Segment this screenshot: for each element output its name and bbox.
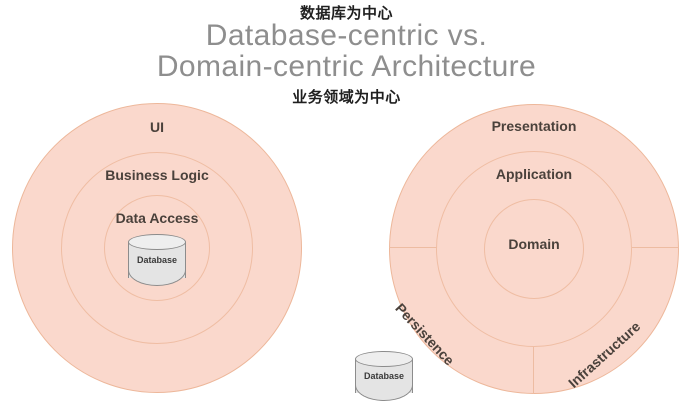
ring-label-domain: Domain bbox=[508, 236, 560, 252]
database-cylinder-label: Database bbox=[136, 255, 178, 265]
chinese-caption-domain-centric: 业务领域为中心 bbox=[292, 88, 401, 106]
ring-label-presentation: Presentation bbox=[491, 118, 577, 134]
page-title-line-1: Database-centric vs. bbox=[205, 19, 488, 52]
chinese-caption-database-centric: 数据库为中心 bbox=[299, 4, 393, 22]
ring-label-ui: UI bbox=[150, 119, 164, 135]
ring-label-application: Application bbox=[495, 166, 573, 182]
sector-divider-right bbox=[632, 247, 679, 248]
cylinder-top bbox=[128, 234, 186, 250]
ring-label-business-logic: Business Logic bbox=[105, 167, 209, 183]
sector-divider-bottom bbox=[533, 347, 534, 394]
ring-label-data-access: Data Access bbox=[115, 210, 199, 226]
ring-domain-inner bbox=[484, 199, 584, 299]
database-cylinder-label: Database bbox=[363, 371, 405, 381]
sector-divider-left bbox=[389, 247, 437, 248]
page-title: Database-centric vs. Domain-centric Arch… bbox=[0, 20, 693, 82]
page-title-line-2: Domain-centric Architecture bbox=[156, 50, 537, 83]
ring-application-middle bbox=[436, 151, 632, 347]
ring-data-access-inner bbox=[104, 195, 210, 301]
database-cylinder-center: Database bbox=[128, 234, 186, 286]
database-cylinder-external: Database bbox=[355, 351, 413, 401]
cylinder-top bbox=[355, 351, 413, 367]
ring-business-logic-middle bbox=[61, 152, 253, 344]
